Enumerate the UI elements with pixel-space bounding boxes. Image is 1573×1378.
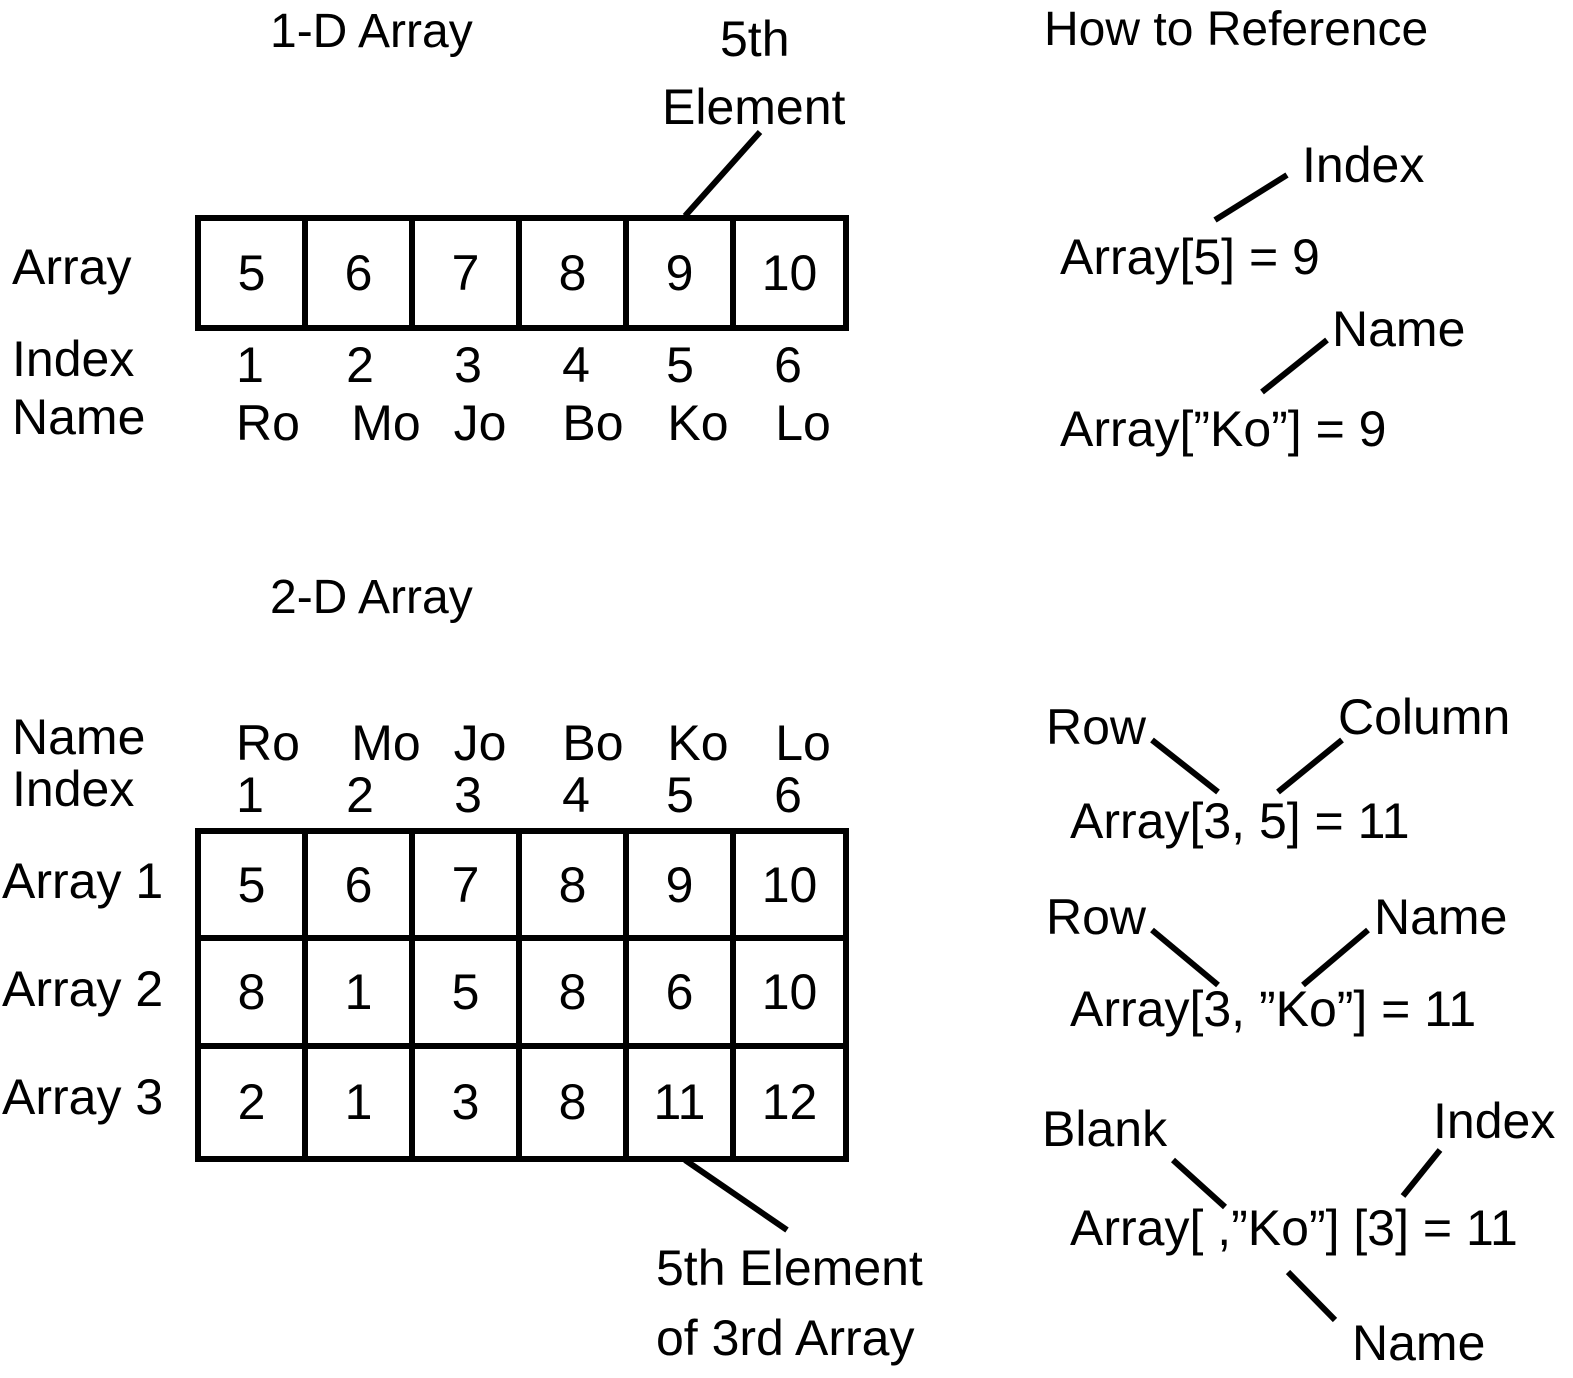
two-d-cell: 6: [308, 834, 415, 942]
two-d-callout-line2: of 3rd Array: [656, 1310, 915, 1366]
leader-ex4-name: [1301, 927, 1370, 988]
one-d-name: Ro: [236, 395, 300, 451]
leader-5th-element: [682, 130, 763, 218]
one-d-label-array: Array: [12, 239, 132, 295]
one-d-index: 1: [236, 337, 264, 393]
one-d-cell: 7: [415, 221, 522, 325]
ex2-expression: Array[”Ko”] = 9: [1060, 401, 1387, 457]
one-d-index: 6: [774, 337, 802, 393]
two-d-label-name: Name: [12, 709, 146, 765]
reference-title: How to Reference: [1044, 3, 1429, 56]
two-d-name: Ro: [236, 715, 300, 771]
two-d-index: 3: [454, 767, 482, 823]
leader-ex5-name: [1285, 1269, 1338, 1323]
two-d-name: Bo: [562, 715, 624, 771]
one-d-index: 5: [666, 337, 694, 393]
two-d-row-label: Array 1: [2, 853, 164, 909]
two-d-cell: 7: [415, 834, 522, 942]
two-d-index: 4: [562, 767, 590, 823]
ex5-label-blank: Blank: [1042, 1101, 1168, 1157]
two-d-index: 2: [346, 767, 374, 823]
one-d-cell: 5: [201, 221, 308, 325]
leader-5th-element-3rd-array: [683, 1157, 789, 1233]
two-d-cell: 5: [415, 941, 522, 1049]
one-d-cell: 9: [629, 221, 736, 325]
ex3-label-column: Column: [1338, 689, 1511, 745]
one-d-name: Mo: [351, 395, 421, 451]
two-d-cell: 5: [201, 834, 308, 942]
two-d-cell: 8: [522, 834, 629, 942]
two-d-cell: 10: [736, 941, 843, 1049]
ex3-expression: Array[3, 5] = 11: [1070, 793, 1410, 849]
one-d-cell: 10: [761, 245, 818, 301]
two-d-cell: 11: [629, 1048, 736, 1156]
leader-ex3-row: [1150, 737, 1220, 795]
one-d-label-name: Name: [12, 389, 146, 445]
two-d-name: Ko: [667, 715, 729, 771]
two-d-cell: 12: [761, 1074, 818, 1131]
one-d-name: Lo: [775, 395, 831, 451]
two-d-name: Mo: [351, 715, 421, 771]
two-d-name: Lo: [775, 715, 831, 771]
two-d-cell: 10: [736, 834, 843, 942]
ex5-label-index: Index: [1433, 1093, 1556, 1149]
one-d-name: Bo: [562, 395, 624, 451]
ex4-label-name: Name: [1374, 889, 1508, 945]
one-d-index: 3: [454, 337, 482, 393]
one-d-label-index: Index: [12, 331, 135, 387]
two-d-cell: 2: [201, 1048, 308, 1156]
two-d-title: 2-D Array: [270, 571, 473, 624]
two-d-cell: 6: [629, 941, 736, 1049]
leader-ex5-index: [1400, 1148, 1443, 1198]
two-d-callout-line1: 5th Element: [656, 1240, 923, 1296]
one-d-name: Ko: [667, 395, 729, 451]
ex4-expression: Array[3, ”Ko”] = 11: [1070, 981, 1477, 1037]
one-d-array-grid: 5 6 7 8 9 10: [195, 215, 849, 331]
one-d-callout-line1: 5th: [720, 11, 790, 67]
two-d-row-label: Array 2: [2, 961, 164, 1017]
one-d-cell: 8: [522, 221, 629, 325]
ex2-label-name: Name: [1332, 301, 1466, 357]
two-d-cell: 1: [308, 941, 415, 1049]
one-d-callout-line2: Element: [662, 79, 846, 135]
leader-ex4-row: [1150, 927, 1220, 988]
two-d-cell: 8: [522, 1048, 629, 1156]
two-d-index: 6: [774, 767, 802, 823]
one-d-title: 1-D Array: [270, 5, 473, 58]
two-d-index: 5: [666, 767, 694, 823]
two-d-cell: 3: [415, 1048, 522, 1156]
leader-ex2-name: [1260, 337, 1329, 395]
two-d-cell: 1: [308, 1048, 415, 1156]
two-d-cell: 9: [629, 834, 736, 942]
leader-ex3-column: [1276, 737, 1344, 795]
ex1-label-index: Index: [1302, 137, 1425, 193]
ex3-label-row: Row: [1046, 699, 1147, 755]
one-d-index: 2: [346, 337, 374, 393]
two-d-name: Jo: [453, 715, 507, 771]
two-d-array-grid: 5 6 7 8 9 10 8 1 5 8 6 10 2 1 3 8 11 12: [195, 828, 849, 1162]
leader-ex5-blank: [1170, 1157, 1228, 1210]
one-d-name: Jo: [453, 395, 507, 451]
one-d-cell: 6: [308, 221, 415, 325]
ex5-expression: Array[ ,”Ko”] [3] = 11: [1070, 1200, 1518, 1256]
two-d-cell: 8: [522, 941, 629, 1049]
two-d-cell: 8: [201, 941, 308, 1049]
ex5-label-name: Name: [1352, 1315, 1486, 1371]
ex4-label-row: Row: [1046, 889, 1147, 945]
leader-ex1-index: [1213, 172, 1289, 223]
two-d-label-index: Index: [12, 761, 135, 817]
two-d-index: 1: [236, 767, 264, 823]
one-d-index: 4: [562, 337, 590, 393]
ex1-expression: Array[5] = 9: [1060, 229, 1320, 285]
two-d-row-label: Array 3: [2, 1069, 164, 1125]
